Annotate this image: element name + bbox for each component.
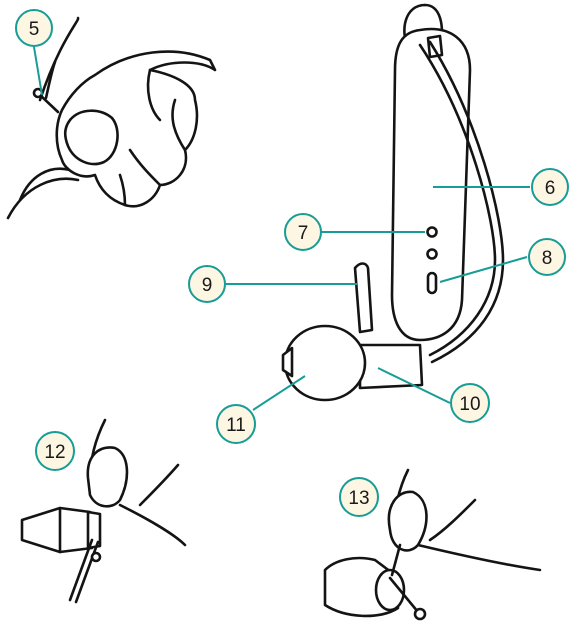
callout-6-label: 6 — [545, 178, 556, 199]
callout-13: 13 — [340, 478, 378, 516]
callout-7: 7 — [285, 214, 321, 250]
panel-main-device — [283, 5, 503, 400]
dome-tip — [285, 326, 365, 400]
callout-7-label: 7 — [298, 223, 309, 244]
callout-12-label: 12 — [44, 442, 65, 463]
callout-12: 12 — [36, 432, 74, 470]
callout-11: 11 — [217, 405, 255, 443]
callout-10-label: 10 — [459, 394, 480, 415]
callout-9-label: 9 — [202, 275, 213, 296]
callout-5: 5 — [16, 10, 52, 46]
callout-5-label: 5 — [29, 19, 40, 40]
callout-6: 6 — [532, 169, 568, 205]
callout-13-label: 13 — [348, 488, 369, 509]
callout-9: 9 — [189, 266, 225, 302]
callout-11-label: 11 — [226, 415, 246, 436]
callout-8-label: 8 — [542, 248, 553, 269]
callout-8: 8 — [529, 239, 565, 275]
receiver-housing — [360, 345, 422, 388]
panel-fingers-wire — [8, 18, 215, 218]
callout-10: 10 — [451, 384, 489, 422]
